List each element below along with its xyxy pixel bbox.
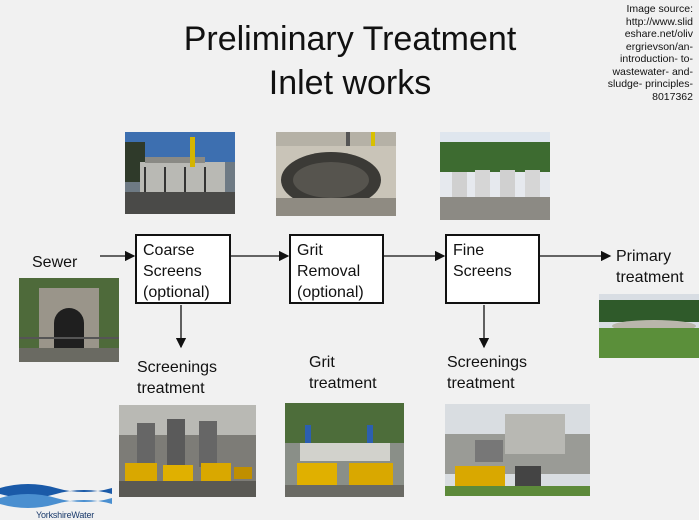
coarse-screens-box: Coarse Screens (optional) xyxy=(135,234,231,304)
coarse-screens-photo xyxy=(125,132,235,214)
fine-screens-photo xyxy=(440,132,550,220)
grit-removal-box: Grit Removal (optional) xyxy=(289,234,384,304)
screenings-treatment-photo-2 xyxy=(445,404,590,496)
primary-treatment-label: Primary treatment xyxy=(616,248,684,286)
screenings-treatment-photo-1 xyxy=(119,405,256,497)
grit-treatment-photo xyxy=(285,403,404,497)
sewer-label: Sewer xyxy=(32,254,78,271)
yorkshire-water-logo xyxy=(0,484,112,508)
grit-treatment-label: Grit treatment xyxy=(309,354,377,392)
grit-removal-photo xyxy=(276,132,396,216)
yorkshire-water-logo-text: YorkshireWater xyxy=(36,510,95,520)
slide-title-line2: Inlet works xyxy=(268,64,432,102)
primary-treatment-photo xyxy=(599,294,699,358)
screenings-treatment-label-2: Screenings treatment xyxy=(447,354,528,392)
screenings-treatment-label-1: Screenings treatment xyxy=(137,359,218,397)
sewer-photo xyxy=(19,278,119,362)
slide-title-line1: Preliminary Treatment xyxy=(183,20,517,58)
image-source-note: Image source: http://www.slid eshare.net… xyxy=(607,3,693,103)
fine-screens-box: Fine Screens xyxy=(445,234,540,304)
